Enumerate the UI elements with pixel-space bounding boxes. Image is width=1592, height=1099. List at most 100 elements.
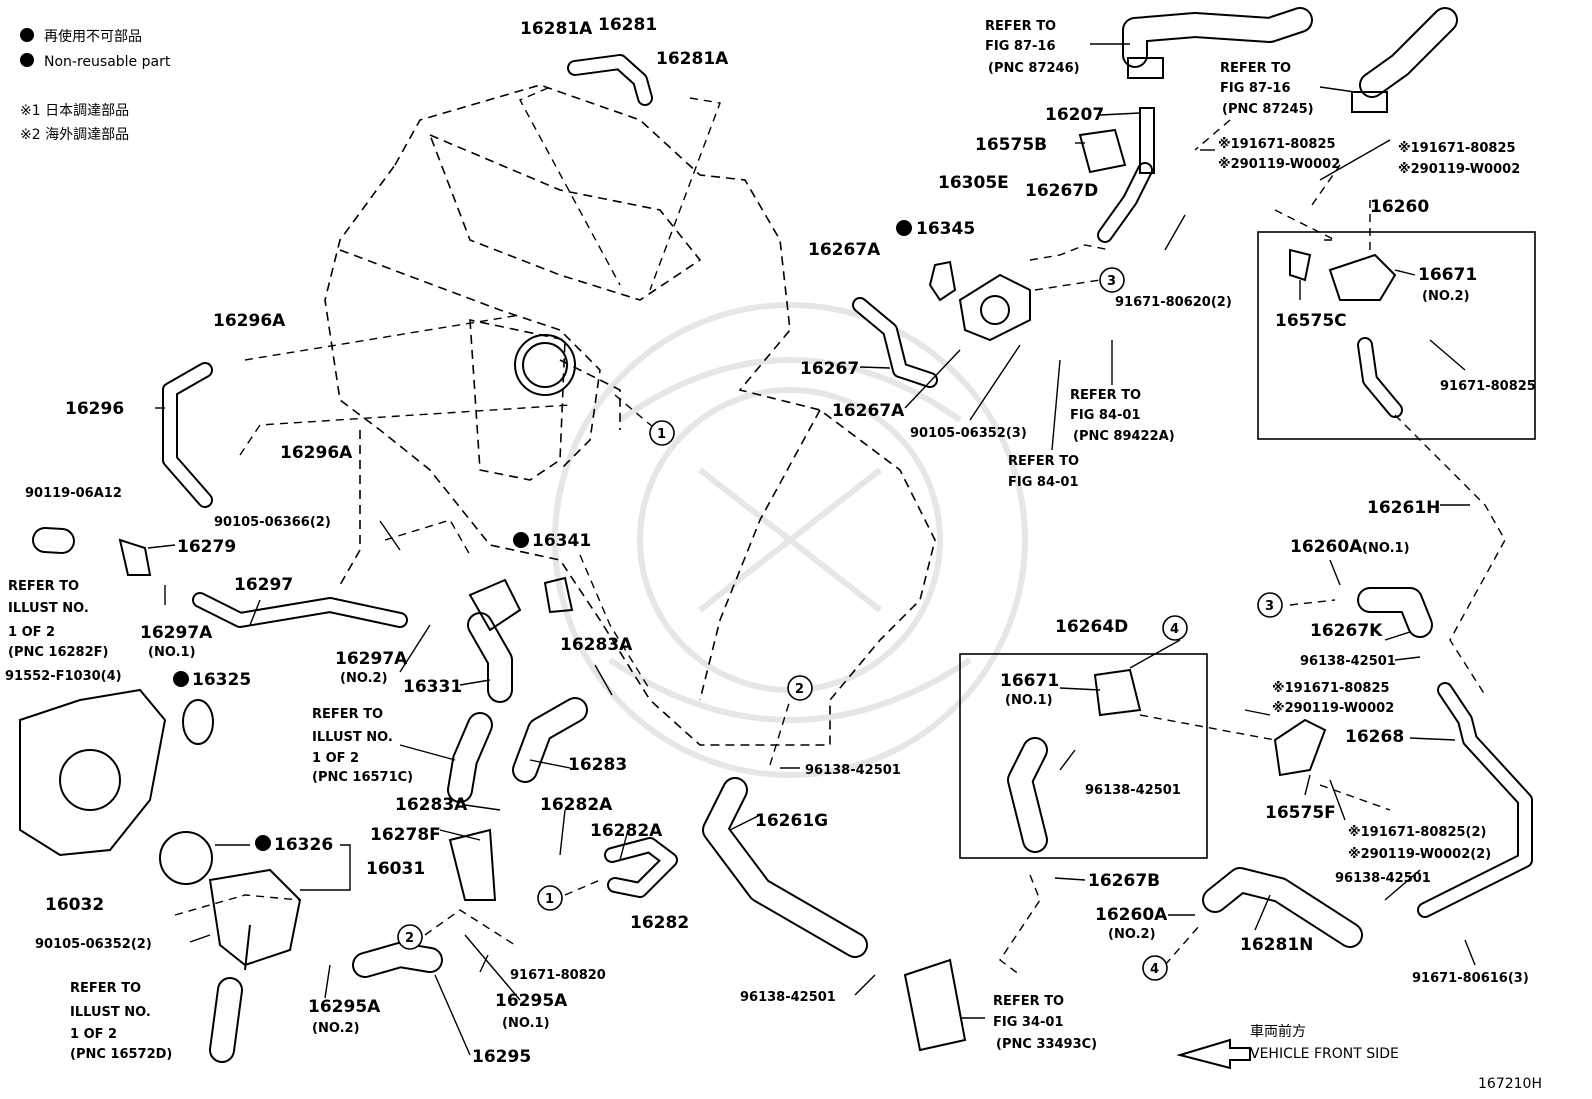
label-16261H: 16261H: [1367, 498, 1440, 518]
callout-4-lower: 4: [1142, 955, 1168, 981]
label-16267A: 16267A: [808, 240, 881, 260]
refer-label: FIG 84-01: [1008, 475, 1079, 490]
refer-label: REFER TO: [8, 579, 79, 594]
refer-label: FIG 87-16: [1220, 81, 1291, 96]
label-91671-80620: 91671-80620(2): [1115, 295, 1232, 310]
part-shapes: [19, 57, 1397, 1070]
figure-code: 167210H: [1478, 1076, 1542, 1092]
callout-2-lower: 2: [397, 924, 423, 950]
note-label: ※290119-W0002: [1272, 701, 1394, 716]
svg-text:4: 4: [1150, 962, 1159, 977]
legend-nonreusable-en: Non-reusable part: [44, 54, 171, 70]
hose-shapes: [32, 7, 1533, 1063]
group-box-16264D: [959, 653, 1208, 859]
label-16260: 16260: [1370, 197, 1429, 217]
label-no2: (NO.2): [1422, 289, 1470, 304]
label-16278F: 16278F: [370, 825, 441, 845]
svg-text:3: 3: [1107, 274, 1116, 289]
label-16261G: 16261G: [755, 811, 828, 831]
label-no2: (NO.2): [340, 671, 388, 686]
label-91671-80825: 91671-80825: [1440, 379, 1536, 394]
label-16326: 16326: [274, 835, 333, 855]
label-no2: (NO.2): [1108, 927, 1156, 942]
label-16282: 16282: [630, 913, 689, 933]
label-16032: 16032: [45, 895, 104, 915]
refer-label: ILLUST NO.: [312, 730, 393, 745]
label-16575F: 16575F: [1265, 803, 1336, 823]
label-16297A: 16297A: [335, 649, 408, 669]
callout-4-upper: 4: [1162, 615, 1188, 641]
callout-1-lower: 1: [537, 885, 563, 911]
label-16281: 16281: [598, 15, 657, 35]
refer-label: (PNC 87245): [1222, 102, 1314, 117]
label-no1: (NO.1): [148, 645, 196, 660]
label-no1: (NO.1): [502, 1016, 550, 1031]
refer-label: (PNC 89422A): [1073, 429, 1175, 444]
nonreusable-dot-icon: [255, 835, 271, 851]
label-16281N: 16281N: [1240, 935, 1313, 955]
nonreusable-dot-icon: [173, 671, 189, 687]
note-label: ※191671-80825: [1398, 141, 1516, 156]
engine-block-outline: [324, 84, 936, 746]
label-16267K: 16267K: [1310, 621, 1383, 641]
label-91671-80820: 91671-80820: [510, 968, 606, 983]
legend: 再使用不可部品 Non-reusable part ※1 日本調達部品 ※2 海…: [20, 28, 171, 143]
nonreusable-markers: [173, 220, 912, 851]
label-16305E: 16305E: [938, 173, 1009, 193]
refer-label: REFER TO: [1008, 454, 1079, 469]
refer-label: ILLUST NO.: [70, 1005, 151, 1020]
svg-text:3: 3: [1265, 599, 1274, 614]
legend-note-2: ※2 海外調達部品: [20, 127, 129, 143]
note-label: ※191671-80825: [1218, 137, 1336, 152]
label-91671-80616: 91671-80616(3): [1412, 971, 1529, 986]
leader-lines: [147, 43, 1506, 1056]
callout-3-upper: 3: [1099, 267, 1125, 293]
refer-label: (PNC 16572D): [70, 1047, 172, 1062]
label-16296: 16296: [65, 399, 124, 419]
refer-label: FIG 87-16: [985, 39, 1056, 54]
label-16031: 16031: [366, 859, 425, 879]
label-96138-42501: 96138-42501: [1335, 871, 1431, 886]
group-box-16260: [1257, 231, 1536, 440]
label-16345: 16345: [916, 219, 975, 239]
callout-circles: 1 3 3 4 2 1 2 4: [397, 267, 1283, 981]
nonreusable-dot-icon: [20, 53, 34, 67]
refer-label: ILLUST NO.: [8, 601, 89, 616]
watermark-emblem: [552, 302, 1028, 778]
label-16268: 16268: [1345, 727, 1404, 747]
label-16295A: 16295A: [495, 991, 568, 1011]
part-labels: 16281A 16281 16281A REFER TO FIG 87-16 (…: [5, 15, 1542, 1092]
note-label: ※191671-80825(2): [1348, 825, 1486, 840]
label-16283: 16283: [568, 755, 627, 775]
label-16296A: 16296A: [280, 443, 353, 463]
label-16260A: 16260A: [1290, 537, 1363, 557]
note-label: ※290119-W0002: [1398, 162, 1520, 177]
label-16267A: 16267A: [832, 401, 905, 421]
refer-label: FIG 84-01: [1070, 408, 1141, 423]
label-16295A: 16295A: [308, 997, 381, 1017]
label-16297: 16297: [234, 575, 293, 595]
vehicle-front-jp: 車両前方: [1250, 1023, 1306, 1040]
svg-text:2: 2: [405, 931, 414, 946]
label-96138-42501: 96138-42501: [1300, 654, 1396, 669]
label-16207: 16207: [1045, 105, 1104, 125]
label-16295: 16295: [472, 1047, 531, 1067]
note-label: ※290119-W0002(2): [1348, 847, 1491, 862]
refer-label: REFER TO: [312, 707, 383, 722]
label-16671: 16671: [1000, 671, 1059, 691]
callout-1-upper: 1: [649, 420, 675, 446]
refer-label: (PNC 33493C): [996, 1037, 1097, 1052]
label-16267: 16267: [800, 359, 859, 379]
refer-label: FIG 34-01: [993, 1015, 1064, 1030]
nonreusable-dot-icon: [20, 28, 34, 42]
label-16297A: 16297A: [140, 623, 213, 643]
label-16267D: 16267D: [1025, 181, 1098, 201]
label-16331: 16331: [403, 677, 462, 697]
svg-text:4: 4: [1170, 622, 1179, 637]
nonreusable-dot-icon: [896, 220, 912, 236]
label-90105-06352: 90105-06352(2): [35, 937, 152, 952]
label-16341: 16341: [532, 531, 591, 551]
note-label: ※191671-80825: [1272, 681, 1390, 696]
label-16296A: 16296A: [213, 311, 286, 331]
